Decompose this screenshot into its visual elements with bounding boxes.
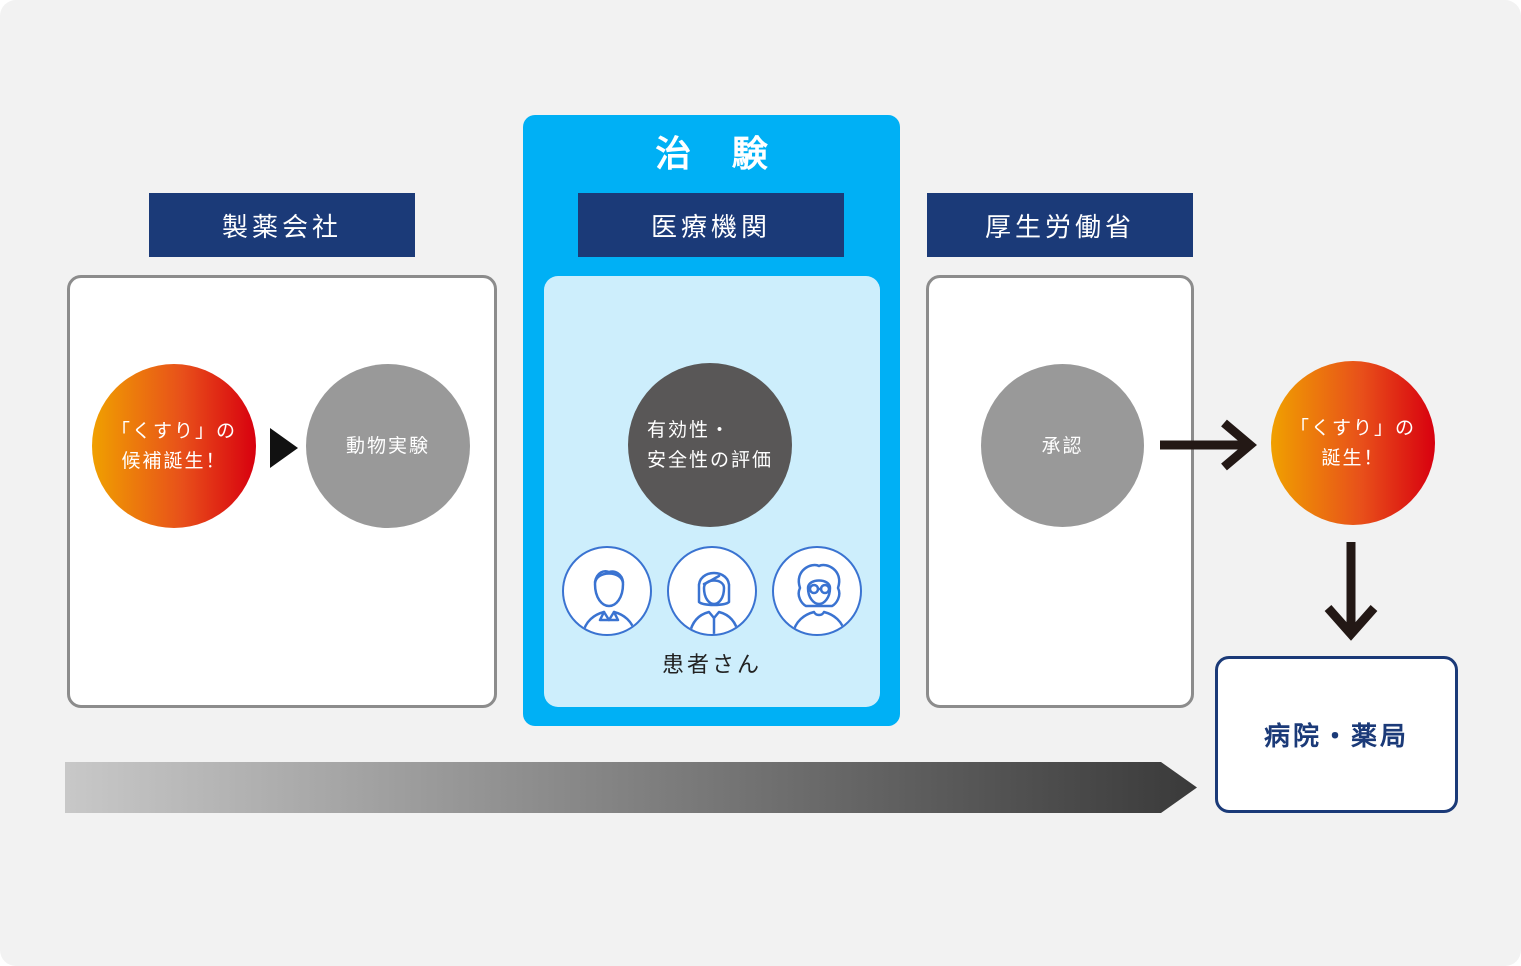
birth-line1: 「くすり」の: [1289, 417, 1416, 439]
arrow-down-icon: [1324, 542, 1378, 641]
small-arrow-icon: [270, 428, 298, 468]
approval-circle: 承認: [981, 364, 1144, 527]
trial-title: 治 験: [655, 134, 782, 175]
evaluation-line1: 有効性・: [646, 419, 731, 441]
approval-label: 承認: [1041, 434, 1084, 457]
elderly-woman-icon: [772, 546, 862, 636]
hospital-label: 病院・薬局: [1263, 722, 1409, 752]
label-ministry: 厚生労働省: [927, 193, 1193, 257]
evaluation-circle: 有効性・ 安全性の評価: [628, 363, 792, 527]
birth-circle: 「くすり」の 誕生！: [1271, 361, 1435, 525]
label-medical: 医療機関: [578, 193, 844, 257]
evaluation-line2: 安全性の評価: [646, 449, 773, 471]
animal-test-label: 動物実験: [345, 435, 430, 457]
arrow-right-icon: [1160, 419, 1257, 471]
timeline-arrow: [65, 762, 1197, 813]
candidate-line1: 「くすり」の: [110, 420, 237, 442]
hospital-box: 病院・薬局: [1215, 656, 1458, 813]
birth-line2: 誕生！: [1321, 447, 1385, 469]
woman-icon: [667, 546, 757, 636]
label-pharma: 製薬会社: [149, 193, 415, 257]
patients-label: 患者さん: [661, 653, 762, 678]
animal-test-circle: 動物実験: [306, 364, 470, 528]
candidate-line2: 候補誕生！: [121, 450, 227, 472]
man-icon: [562, 546, 652, 636]
candidate-circle: 「くすり」の 候補誕生！: [92, 364, 256, 528]
